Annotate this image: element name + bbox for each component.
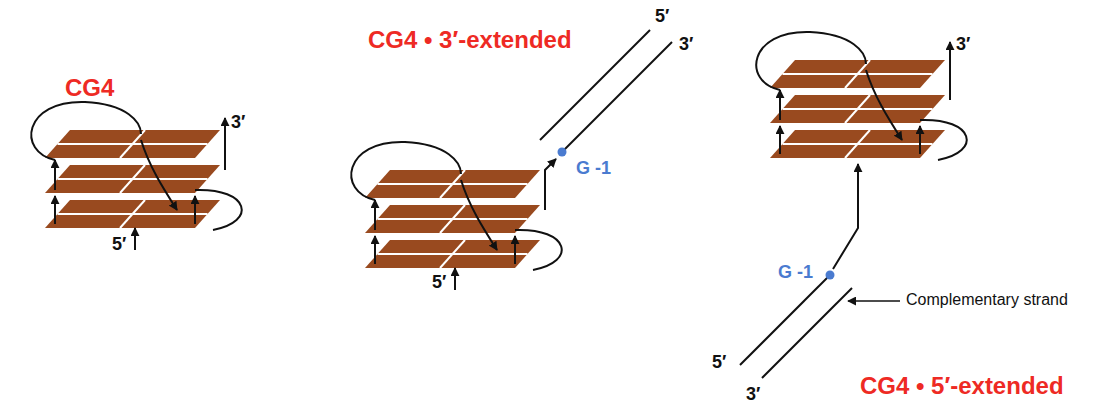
strand-end <box>949 42 951 100</box>
strand-end-label: 5′ <box>655 6 669 27</box>
position-label: G -1 <box>576 158 611 179</box>
panel-title: CG4 <box>65 74 114 102</box>
duplex-strand <box>740 275 830 365</box>
quadruplex <box>351 142 561 270</box>
panel-title: CG4 • 5′-extended <box>860 372 1064 400</box>
quadruplex <box>756 32 966 160</box>
strand-end-label: 3′ <box>231 112 245 133</box>
strand-end-label: 5′ <box>112 234 126 255</box>
strand-end-label: 3′ <box>746 384 760 405</box>
strand-end <box>545 159 556 210</box>
g-minus-one-dot <box>558 148 567 157</box>
strand-end <box>454 268 456 290</box>
g-minus-one-dot <box>826 271 835 280</box>
strand-end-label: 5′ <box>432 272 446 293</box>
panel-title: CG4 • 3′-extended <box>368 26 572 54</box>
strand-end <box>224 118 226 170</box>
quadruplex <box>31 102 241 230</box>
leader-line <box>848 300 900 302</box>
callout-label: Complementary strand <box>906 291 1068 309</box>
duplex-strand <box>562 42 672 152</box>
strand-end-label: 3′ <box>956 34 970 55</box>
strand-end-label: 5′ <box>712 352 726 373</box>
strand-end <box>833 164 858 269</box>
position-label: G -1 <box>778 262 813 283</box>
duplex-strand <box>762 288 852 378</box>
strand-end <box>134 228 136 250</box>
strand-end-label: 3′ <box>679 34 693 55</box>
